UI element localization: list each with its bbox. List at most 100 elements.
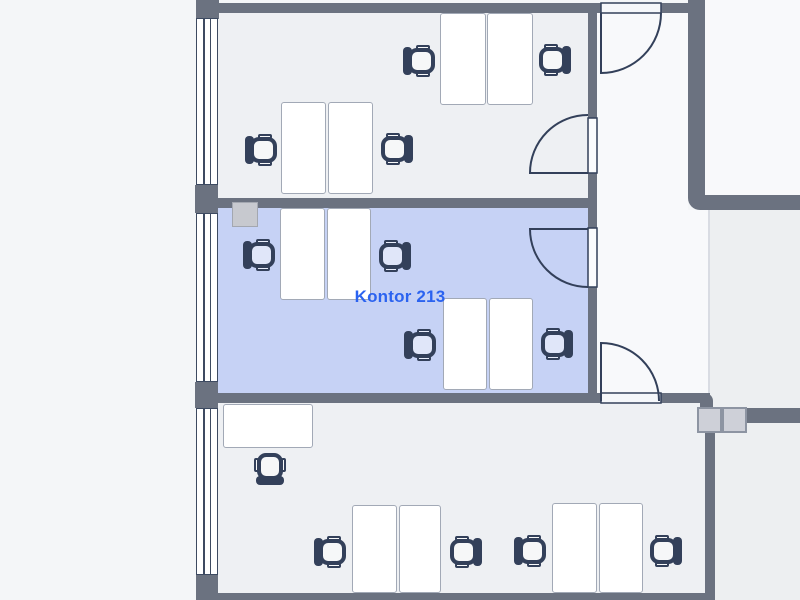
wall [745, 408, 800, 423]
wall [196, 0, 219, 19]
office-chair [377, 133, 413, 165]
chair-armrest [546, 328, 560, 333]
room-right-bottom[interactable] [715, 423, 800, 600]
chair-back [314, 538, 323, 566]
chair-armrest [417, 356, 431, 361]
chair-armrest [416, 45, 430, 50]
wall [588, 13, 597, 118]
chair-armrest [527, 562, 541, 567]
equipment-box [722, 407, 747, 433]
office-chair [537, 328, 573, 360]
chair-armrest [416, 72, 430, 77]
wall [218, 198, 597, 208]
office-chair [446, 536, 482, 568]
window [196, 213, 218, 382]
desk [440, 13, 486, 105]
office-chair [404, 329, 440, 361]
wall [195, 382, 218, 408]
desk [280, 208, 325, 300]
office-chair [314, 536, 350, 568]
office-chair [243, 239, 279, 271]
chair-armrest [386, 133, 400, 138]
chair-armrest [655, 562, 669, 567]
chair-armrest [544, 71, 558, 76]
chair-seat [379, 243, 406, 269]
chair-seat [248, 242, 275, 268]
wall [195, 185, 218, 213]
desk [327, 208, 371, 300]
desk [399, 505, 441, 593]
door-corridor-bottom-leaf [600, 392, 662, 404]
chair-armrest [258, 134, 272, 139]
wall [688, 195, 800, 210]
door-corridor-top-leaf [600, 2, 662, 14]
chair-armrest [455, 536, 469, 541]
chair-seat [541, 331, 568, 357]
chair-armrest [256, 266, 270, 271]
office-chair [514, 535, 550, 567]
chair-seat [250, 137, 277, 163]
door-kontor-213-opening [587, 227, 598, 288]
chair-back [403, 47, 412, 75]
chair-seat [408, 48, 435, 74]
wall [196, 575, 218, 600]
wall [588, 287, 597, 393]
chair-armrest [384, 240, 398, 245]
door-top-office-swing-arc [528, 114, 589, 174]
chair-armrest [327, 536, 341, 541]
office-chair [646, 535, 682, 567]
chair-seat [409, 332, 436, 358]
chair-seat [381, 136, 408, 162]
chair-seat [257, 453, 283, 480]
chair-back [245, 136, 254, 164]
room-label: Kontor 213 [354, 287, 446, 306]
door-top-office-opening [587, 117, 598, 174]
desk [281, 102, 326, 194]
desk [223, 404, 313, 448]
chair-armrest [655, 535, 669, 540]
door-corridor-bottom-swing-arc [600, 341, 660, 402]
desk [599, 503, 643, 593]
office-chair [403, 45, 439, 77]
room-right-middle[interactable] [710, 210, 800, 408]
chair-armrest [455, 563, 469, 568]
wall [705, 425, 715, 600]
window [196, 408, 218, 575]
corridor-upper[interactable] [597, 13, 688, 210]
chair-seat [319, 539, 346, 565]
desk [489, 298, 533, 390]
chair-back [514, 537, 523, 565]
chair-seat [650, 538, 677, 564]
chair-back [243, 241, 252, 269]
wall [218, 593, 712, 600]
chair-armrest [544, 44, 558, 49]
desk [552, 503, 597, 593]
office-chair [535, 44, 571, 76]
chair-back [404, 331, 413, 359]
chair-armrest [527, 535, 541, 540]
office-chair [375, 240, 411, 272]
chair-armrest [386, 160, 400, 165]
chair-armrest [546, 355, 560, 360]
chair-armrest [256, 239, 270, 244]
door-corridor-top-swing-arc [600, 12, 662, 75]
chair-armrest [417, 329, 431, 334]
wall [219, 3, 700, 13]
wall [588, 173, 597, 228]
room-right-top[interactable] [705, 0, 800, 195]
chair-seat [539, 47, 566, 73]
chair-armrest [258, 161, 272, 166]
desk [487, 13, 533, 105]
wall [688, 0, 705, 197]
chair-seat [519, 538, 546, 564]
equipment-box [697, 407, 722, 433]
chair-armrest [254, 458, 259, 472]
corridor-lower[interactable] [597, 210, 708, 393]
chair-seat [450, 539, 477, 565]
desk [443, 298, 487, 390]
door-kontor-213-swing-arc [528, 228, 589, 288]
chair-armrest [384, 267, 398, 272]
window [196, 18, 218, 185]
